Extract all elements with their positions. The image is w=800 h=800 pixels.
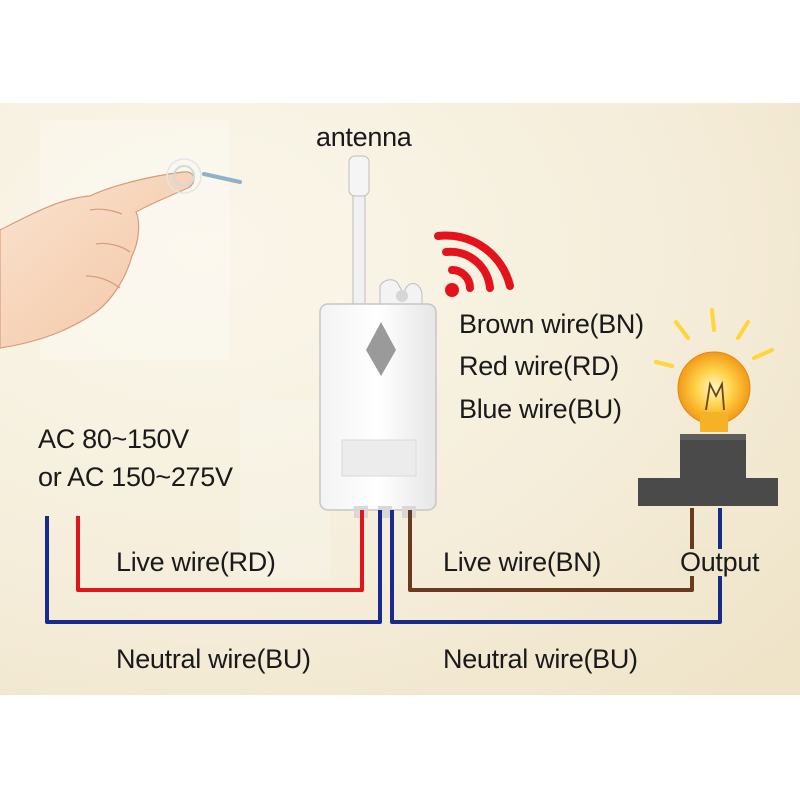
brown-wire-legend: Brown wire(BN) xyxy=(459,309,644,339)
ac-voltage-line1: AC 80~150V xyxy=(38,424,189,454)
neutral-wire-left-label: Neutral wire(BU) xyxy=(116,644,311,674)
ac-voltage-line2: or AC 150~275V xyxy=(38,462,233,492)
output-label: Output xyxy=(678,547,762,577)
wireless-signal-icon xyxy=(434,231,514,297)
antenna-icon xyxy=(348,155,370,313)
pointing-hand-icon xyxy=(0,158,242,349)
live-wire-rd-label: Live wire(RD) xyxy=(116,547,276,577)
blue-neutral-wire-left xyxy=(45,510,382,624)
red-wire-legend: Red wire(RD) xyxy=(459,351,619,381)
receiver-module-icon xyxy=(319,279,437,518)
blue-wire-legend: Blue wire(BU) xyxy=(459,394,622,424)
red-live-wire xyxy=(76,510,364,592)
neutral-wire-right-label: Neutral wire(BU) xyxy=(443,644,638,674)
antenna-label: antenna xyxy=(316,122,412,152)
live-wire-bn-label: Live wire(BN) xyxy=(443,547,602,577)
light-bulb-icon xyxy=(638,308,778,506)
